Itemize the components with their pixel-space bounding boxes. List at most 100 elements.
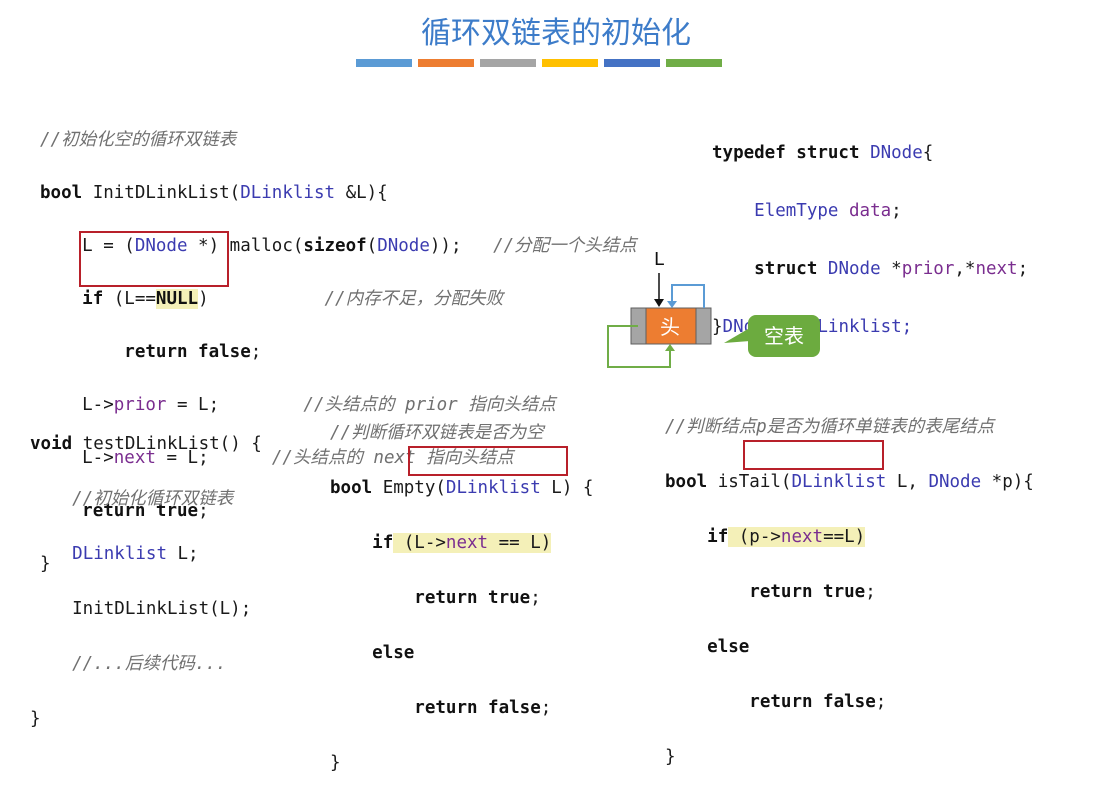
code-type: DLinklist [445,477,541,498]
code-field: next [780,526,824,547]
code-line: //初始化空的循环双链表 [40,127,637,154]
code-text: *) malloc( [187,235,304,256]
code-keyword: bool [665,471,708,492]
code-comment: //初始化循环双链表 [30,488,234,509]
code-text: L, [886,471,929,492]
code-text: L-> [40,394,114,415]
code-field: next [113,447,156,468]
code-text [40,289,82,309]
empty-list-bubble: 空表 [748,315,820,357]
code-keyword: return true [749,581,866,602]
code-text: == L) [488,532,552,553]
code-comment: //头结点的 prior 指向头结点 [303,394,556,415]
code-text: Empty( [372,477,446,498]
code-text: = L; [155,447,272,468]
code-text: { [922,143,934,163]
code-field: next [445,532,489,553]
code-keyword: if [372,532,394,553]
code-type: DLinklist [791,471,887,492]
code-line: return false; [40,339,637,366]
code-text [712,201,754,221]
code-line: L = (DNode *) malloc(sizeof(DNode)); //分… [40,233,637,260]
code-text: isTail( [707,471,792,492]
code-line: else [330,640,593,668]
code-text: L-> [40,447,114,468]
code-text: ; [891,201,902,221]
init-code-block: //初始化空的循环双链表 bool InitDLinkList(DLinklis… [40,100,637,604]
code-line: //判断结点p是否为循环单链表的表尾结点 [665,414,1034,442]
highlight-box-tail-condition [743,440,884,470]
code-text: )); [429,235,494,256]
color-bar-4 [542,59,598,67]
code-text: L) { [540,477,594,498]
code-keyword: void [30,433,73,454]
code-keyword: else [707,636,750,657]
color-bar-1 [356,59,412,67]
code-text: ; [875,691,887,712]
code-field: data [849,201,892,221]
highlight-box-empty-condition [408,446,568,476]
highlight-box-prior-next [79,231,229,287]
next-arrow-blue [671,284,705,308]
code-line: DLinklist L; [30,541,262,569]
code-field: next [975,259,1018,279]
code-line: InitDLinkList(L); [30,596,262,624]
pointer-label: L [654,249,664,270]
code-type: DNode [134,235,188,256]
code-text: ; [198,500,209,521]
code-comment: //内存不足，分配失败 [324,288,504,309]
code-line: //初始化循环双链表 [30,486,262,514]
code-keyword: struct [754,259,818,279]
code-null-highlight: NULL [155,288,199,309]
code-keyword: return true [414,587,531,608]
code-text: ==L) [823,526,866,547]
code-text: ) [198,288,325,309]
code-text [665,582,749,602]
code-line: L->prior = L; //头结点的 prior 指向头结点 [40,392,637,419]
code-keyword: return false [124,341,251,362]
code-field: prior [901,259,955,279]
prior-arrowhead [665,344,675,351]
code-keyword: else [372,642,415,663]
code-text [330,643,372,663]
code-type: DLinklist [72,543,167,564]
pointer-arrowhead [654,299,664,307]
code-text: *p){ [981,471,1034,492]
test-code-block: void testDLinkList() { //初始化循环双链表 DLinkl… [30,403,262,761]
code-line: return true; [665,579,1034,607]
code-line: bool InitDLinkList(DLinklist &L){ [40,180,637,207]
code-comment: //判断循环双链表是否为空 [330,422,544,443]
code-text: L; [166,543,199,564]
code-line: L->next = L; //头结点的 next 指向头结点 [40,445,637,472]
code-keyword: if [707,526,729,547]
code-type: DNode [870,143,923,163]
code-text [665,527,707,547]
code-line: } [40,551,637,578]
code-text: testDLinkList() { [72,433,262,454]
code-keyword: return true [82,500,199,521]
code-line: return true; [330,585,593,613]
code-line: else [665,634,1034,662]
node-label: 头 [660,315,680,339]
code-text: (L-> [393,532,446,553]
code-text: (L== [103,288,156,309]
code-comment: //...后续代码... [30,653,227,674]
code-line: return true; [40,498,637,525]
code-line: bool Empty(DLinklist L) { [330,475,593,503]
code-text [30,544,72,564]
code-keyword: bool [330,477,373,498]
color-bar-6 [666,59,722,67]
code-keyword: bool [40,182,83,203]
code-text [330,698,414,718]
code-line: if (p->next==L) [665,524,1034,552]
code-text [40,342,124,362]
code-line: ElemType data; [712,197,1028,226]
code-comment: //判断结点p是否为循环单链表的表尾结点 [665,416,995,437]
code-text: } [30,708,41,729]
code-line: bool isTail(DLinklist L, DNode *p){ [665,469,1034,497]
code-line: } [330,750,593,778]
code-text: = L; [166,394,304,415]
code-line: //判断循环双链表是否为空 [330,420,593,448]
color-bar-3 [480,59,536,67]
code-line: struct DNode *prior,*next; [712,255,1028,284]
